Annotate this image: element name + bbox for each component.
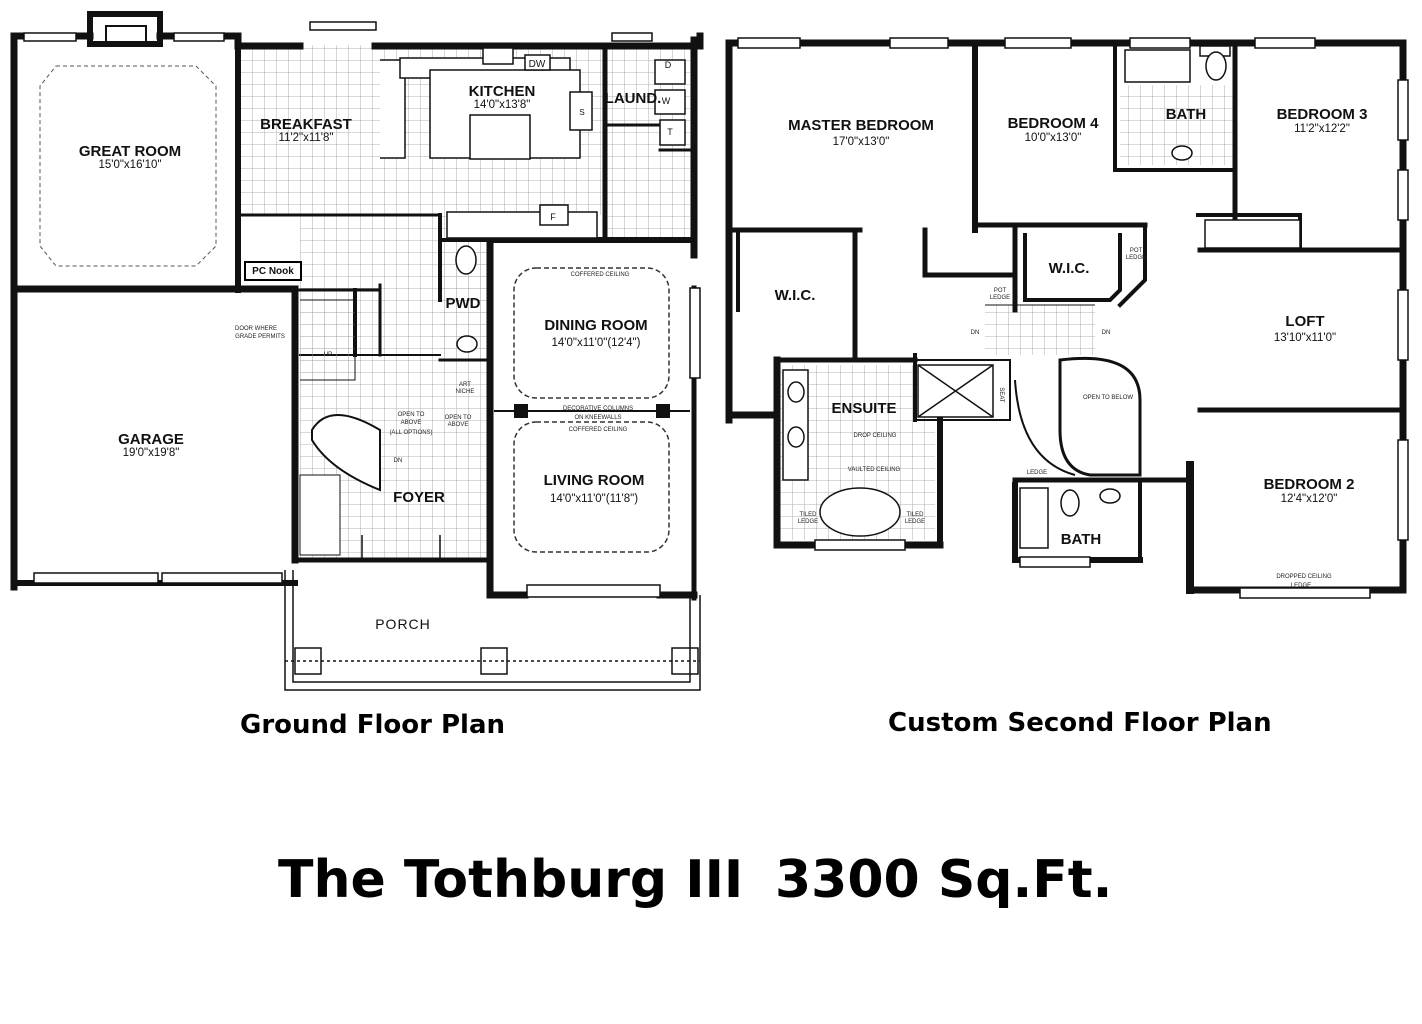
label-all-options: (ALL OPTIONS) (389, 430, 432, 436)
room-dims-bedroom-4: 10'0"x13'0" (1025, 132, 1082, 144)
room-name-dining-room: DINING ROOM (544, 317, 647, 334)
label-art-niche: ART (459, 382, 471, 388)
room-name-loft: LOFT (1285, 313, 1324, 330)
room-name-bath-bottom: BATH (1061, 531, 1102, 548)
label-pot-ledge-2: POT (994, 288, 1007, 294)
room-name-ensuite: ENSUITE (831, 400, 896, 417)
label-up: UP (324, 352, 332, 358)
label-t: T (667, 127, 673, 137)
label-grade-permits: GRADE PERMITS (235, 334, 285, 340)
room-dims-master-bedroom: 17'0"x13'0" (833, 136, 890, 148)
label-coffered-1: COFFERED CEILING (571, 272, 630, 278)
label-door-where: DOOR WHERE (235, 326, 277, 332)
room-name-bedroom-4: BEDROOM 4 (1008, 115, 1100, 132)
label-tiled-ledge-1: TILED (799, 512, 817, 518)
room-name-pwd: PWD (446, 295, 481, 312)
room-name-bedroom-3: BEDROOM 3 (1277, 106, 1368, 123)
ground-floor-caption: Ground Floor Plan (240, 710, 506, 740)
label-coffered-2: COFFERED CEILING (569, 427, 628, 433)
label-dn-1: DN (971, 330, 980, 336)
label-dn-2: DN (1102, 330, 1111, 336)
label-pot-ledge-2b: LEDGE (990, 295, 1010, 301)
pc-nook-label: PC Nook (244, 261, 302, 281)
room-dims-breakfast: 11'2"x11'8" (279, 132, 334, 144)
room-dims-garage: 19'0"x19'8" (123, 447, 180, 459)
label-tiled-ledge-1b: LEDGE (798, 519, 818, 525)
room-dims-great-room: 15'0"x16'10" (98, 159, 161, 171)
label-pot-ledge-1b: LEDGE (1126, 255, 1146, 261)
label-dropped-ceiling: DROPPED CEILING (1276, 574, 1332, 580)
label-pot-ledge-1: POT (1130, 248, 1143, 254)
label-dw: DW (529, 59, 546, 70)
room-name-laundry: LAUND. (605, 90, 662, 107)
room-name-bedroom-2: BEDROOM 2 (1264, 476, 1355, 493)
second-floor-labels: MASTER BEDROOM 17'0"x13'0" BEDROOM 4 10'… (775, 106, 1368, 589)
model-name-title: The Tothburg III (278, 850, 744, 910)
label-drop-ceiling: DROP CEILING (854, 433, 897, 439)
room-name-bath-top: BATH (1166, 106, 1207, 123)
label-ledge-2: LEDGE (1291, 583, 1311, 589)
room-name-living-room: LIVING ROOM (544, 472, 645, 489)
second-floor-plan (725, 37, 1409, 599)
label-s: S (579, 108, 584, 117)
label-tiled-ledge-2: TILED (906, 512, 924, 518)
label-seat: SEAT (998, 387, 1004, 403)
label-decorative-columns: DECORATIVE COLUMNS (563, 406, 633, 412)
room-dims-loft: 13'10"x11'0" (1274, 332, 1336, 344)
label-ledge: LEDGE (1027, 470, 1047, 476)
room-name-foyer: FOYER (393, 489, 445, 506)
label-open-to-below: OPEN TO BELOW (1083, 395, 1133, 401)
room-name-wic-2: W.I.C. (1049, 260, 1090, 277)
room-dims-bedroom-2: 12'4"x12'0" (1281, 493, 1338, 505)
label-dn: DN (394, 458, 403, 464)
label-open-to-above-1: OPEN TO (398, 412, 425, 418)
room-dims-bedroom-3: 11'2"x12'2" (1294, 123, 1350, 135)
second-floor-caption: Custom Second Floor Plan (888, 708, 1272, 738)
label-d: D (665, 60, 672, 70)
label-on-kneewalls: ON KNEEWALLS (574, 415, 621, 421)
room-name-garage: GARAGE (118, 431, 184, 448)
room-dims-kitchen: 14'0"x13'8" (474, 99, 531, 111)
room-name-breakfast: BREAKFAST (260, 116, 352, 133)
label-open-to-above-2b: ABOVE (448, 422, 469, 428)
ground-floor-labels: GREAT ROOM 15'0"x16'10" BREAKFAST 11'2"x… (79, 59, 673, 632)
square-footage-title: 3300 Sq.Ft. (775, 850, 1113, 910)
label-open-to-above-1b: ABOVE (401, 420, 422, 426)
room-dims-living-room: 14'0"x11'0"(11'8") (550, 493, 638, 505)
room-name-wic-master: W.I.C. (775, 287, 816, 304)
label-open-to-above-2: OPEN TO (445, 415, 472, 421)
label-tiled-ledge-2b: LEDGE (905, 519, 925, 525)
room-name-great-room: GREAT ROOM (79, 143, 181, 160)
ground-floor-plan (10, 11, 704, 691)
label-art-niche-b: NICHE (456, 389, 475, 395)
label-f: F (550, 212, 556, 222)
room-name-kitchen: KITCHEN (469, 83, 536, 100)
room-name-porch: PORCH (375, 616, 431, 632)
label-w: W (662, 96, 671, 106)
label-vaulted-ceiling: VAULTED CEILING (848, 467, 901, 473)
room-dims-dining-room: 14'0"x11'0"(12'4") (552, 337, 641, 349)
room-name-master-bedroom: MASTER BEDROOM (788, 117, 934, 134)
